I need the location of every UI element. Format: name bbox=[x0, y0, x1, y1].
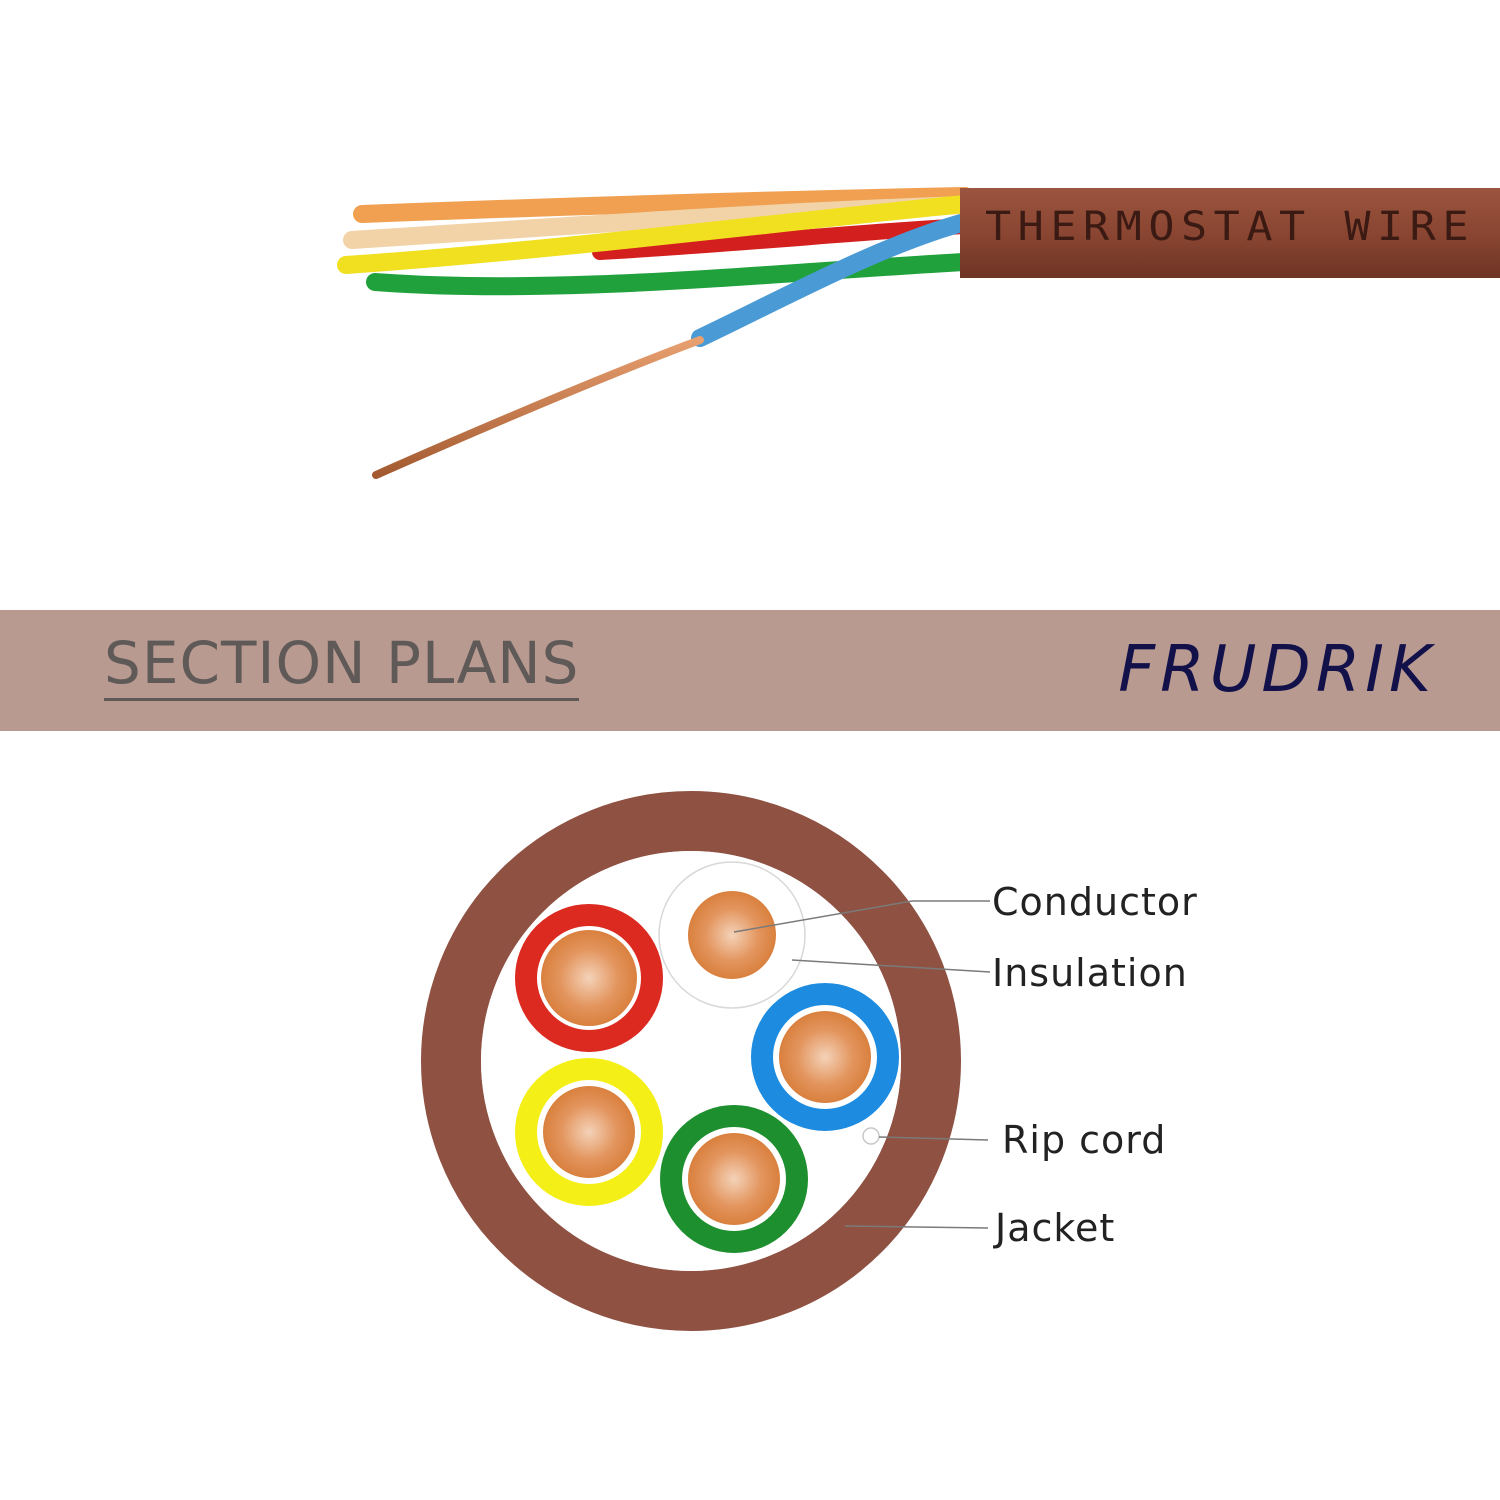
rip-cord bbox=[862, 1127, 880, 1145]
yellow-conductor bbox=[515, 1058, 663, 1206]
callout-insulation: Insulation bbox=[992, 951, 1188, 995]
callout-rip-cord: Rip cord bbox=[1002, 1118, 1167, 1162]
callout-jacket: Jacket bbox=[995, 1206, 1116, 1250]
leader-insulation bbox=[791, 959, 991, 973]
leader-conductor bbox=[733, 900, 990, 933]
cross-section-diagram bbox=[421, 791, 991, 1331]
section-title: SECTION PLANS bbox=[104, 628, 580, 701]
leader-rip-cord bbox=[878, 1136, 989, 1141]
blue-conductor bbox=[751, 983, 899, 1131]
white-conductor bbox=[658, 861, 806, 1009]
blue-wire bbox=[691, 213, 974, 347]
yellow-wire bbox=[337, 195, 974, 274]
jacket-print: THERMOSTAT WIRE bbox=[985, 204, 1475, 250]
callout-conductor: Conductor bbox=[992, 880, 1198, 924]
green-conductor bbox=[660, 1105, 808, 1253]
wire-jacket bbox=[960, 188, 1500, 278]
leader-jacket bbox=[844, 1225, 989, 1229]
green-wire bbox=[366, 253, 974, 296]
orange-wire bbox=[353, 187, 974, 223]
section-band bbox=[0, 610, 1500, 731]
brand-logo: FRUDRIK bbox=[1118, 633, 1436, 707]
jacket-ring bbox=[421, 791, 961, 1331]
red-conductor bbox=[515, 904, 663, 1052]
thermostat-wire-photo: THERMOSTAT WIRE bbox=[337, 187, 1500, 479]
copper-strand bbox=[372, 336, 704, 479]
